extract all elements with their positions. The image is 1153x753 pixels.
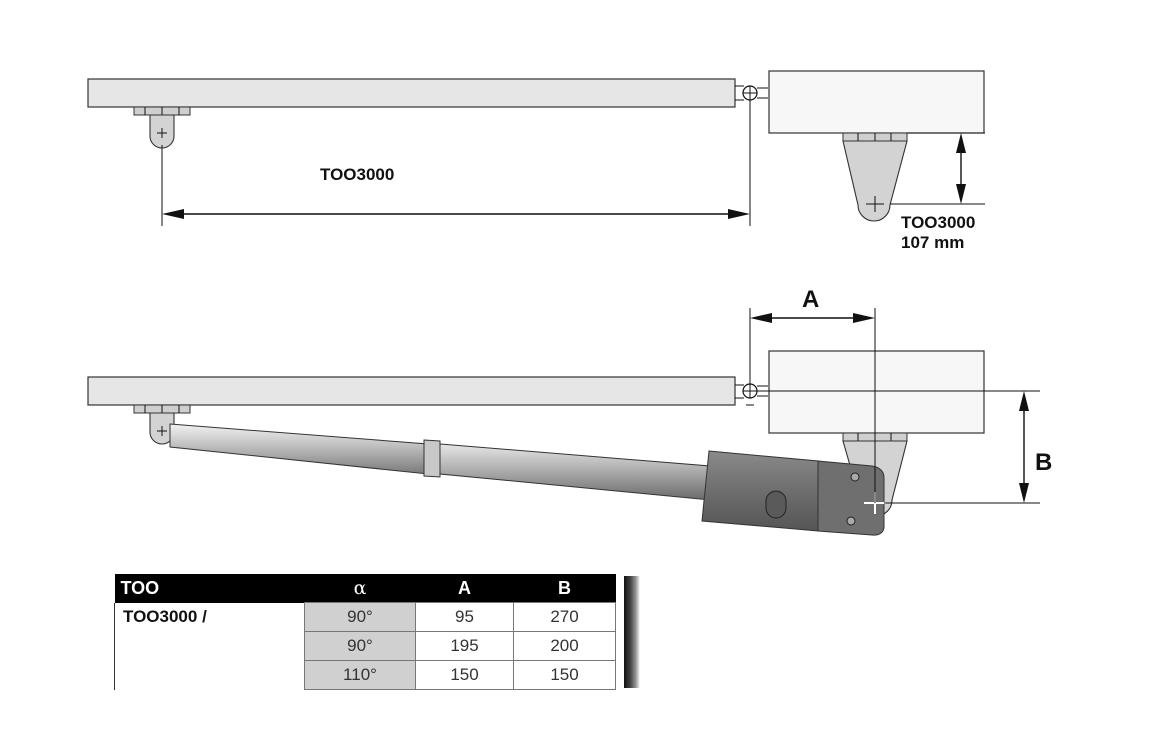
table-header-row: TOO α A B: [114, 574, 616, 603]
offset-value-label: 107 mm: [901, 233, 964, 252]
gate-bracket-top: [133, 106, 191, 149]
hinge-bottom: [735, 383, 768, 406]
dimension-b-label: B: [1035, 449, 1052, 476]
release-knob-icon: [765, 490, 787, 519]
actuator-collar: [423, 439, 441, 478]
bottom-view: A B: [87, 286, 1052, 536]
gate-leaf-top: [87, 78, 736, 108]
header-b: B: [513, 574, 616, 603]
a-cell: 95: [415, 602, 514, 632]
b-cell: 200: [513, 631, 616, 661]
model-cell: TOO3000 /: [114, 602, 305, 690]
hinge-top: [735, 85, 768, 101]
a-cell: 150: [415, 660, 514, 690]
gate-leaf-bottom: [87, 376, 736, 406]
a-cell: 195: [415, 631, 514, 661]
screw-icon: [850, 472, 860, 482]
motor-body: [701, 450, 885, 536]
dimension-table: TOO α A B TOO3000 / 90° 95 270 90° 195 2…: [114, 574, 616, 690]
offset-dimension: [890, 132, 985, 205]
post-bracket-top: [842, 132, 908, 222]
actuator-rod: [169, 423, 429, 475]
dimension-b: [757, 390, 1040, 504]
angle-cell: 90°: [304, 602, 416, 632]
dimension-a-label: A: [802, 286, 819, 313]
pillar-top: [768, 70, 985, 134]
length-label: TOO3000: [320, 165, 394, 184]
offset-model-label: TOO3000: [901, 213, 975, 232]
length-dimension: [161, 100, 751, 226]
screw-icon: [846, 516, 856, 526]
table-shadow: [624, 576, 640, 688]
pillar-bottom: [768, 350, 985, 434]
b-cell: 150: [513, 660, 616, 690]
header-a: A: [415, 574, 514, 603]
angle-cell: 90°: [304, 631, 416, 661]
table-row: 110° 150 150: [115, 660, 616, 690]
dimension-a: [749, 308, 876, 503]
b-cell: 270: [513, 602, 616, 632]
angle-cell: 110°: [304, 660, 416, 690]
top-view: TOO3000 TOO3000 107 mm: [87, 70, 985, 252]
table-row: TOO3000 / 90° 95 270: [114, 602, 616, 690]
actuator-tube: [439, 443, 711, 501]
header-model: TOO: [114, 574, 305, 603]
header-angle: α: [304, 574, 416, 603]
